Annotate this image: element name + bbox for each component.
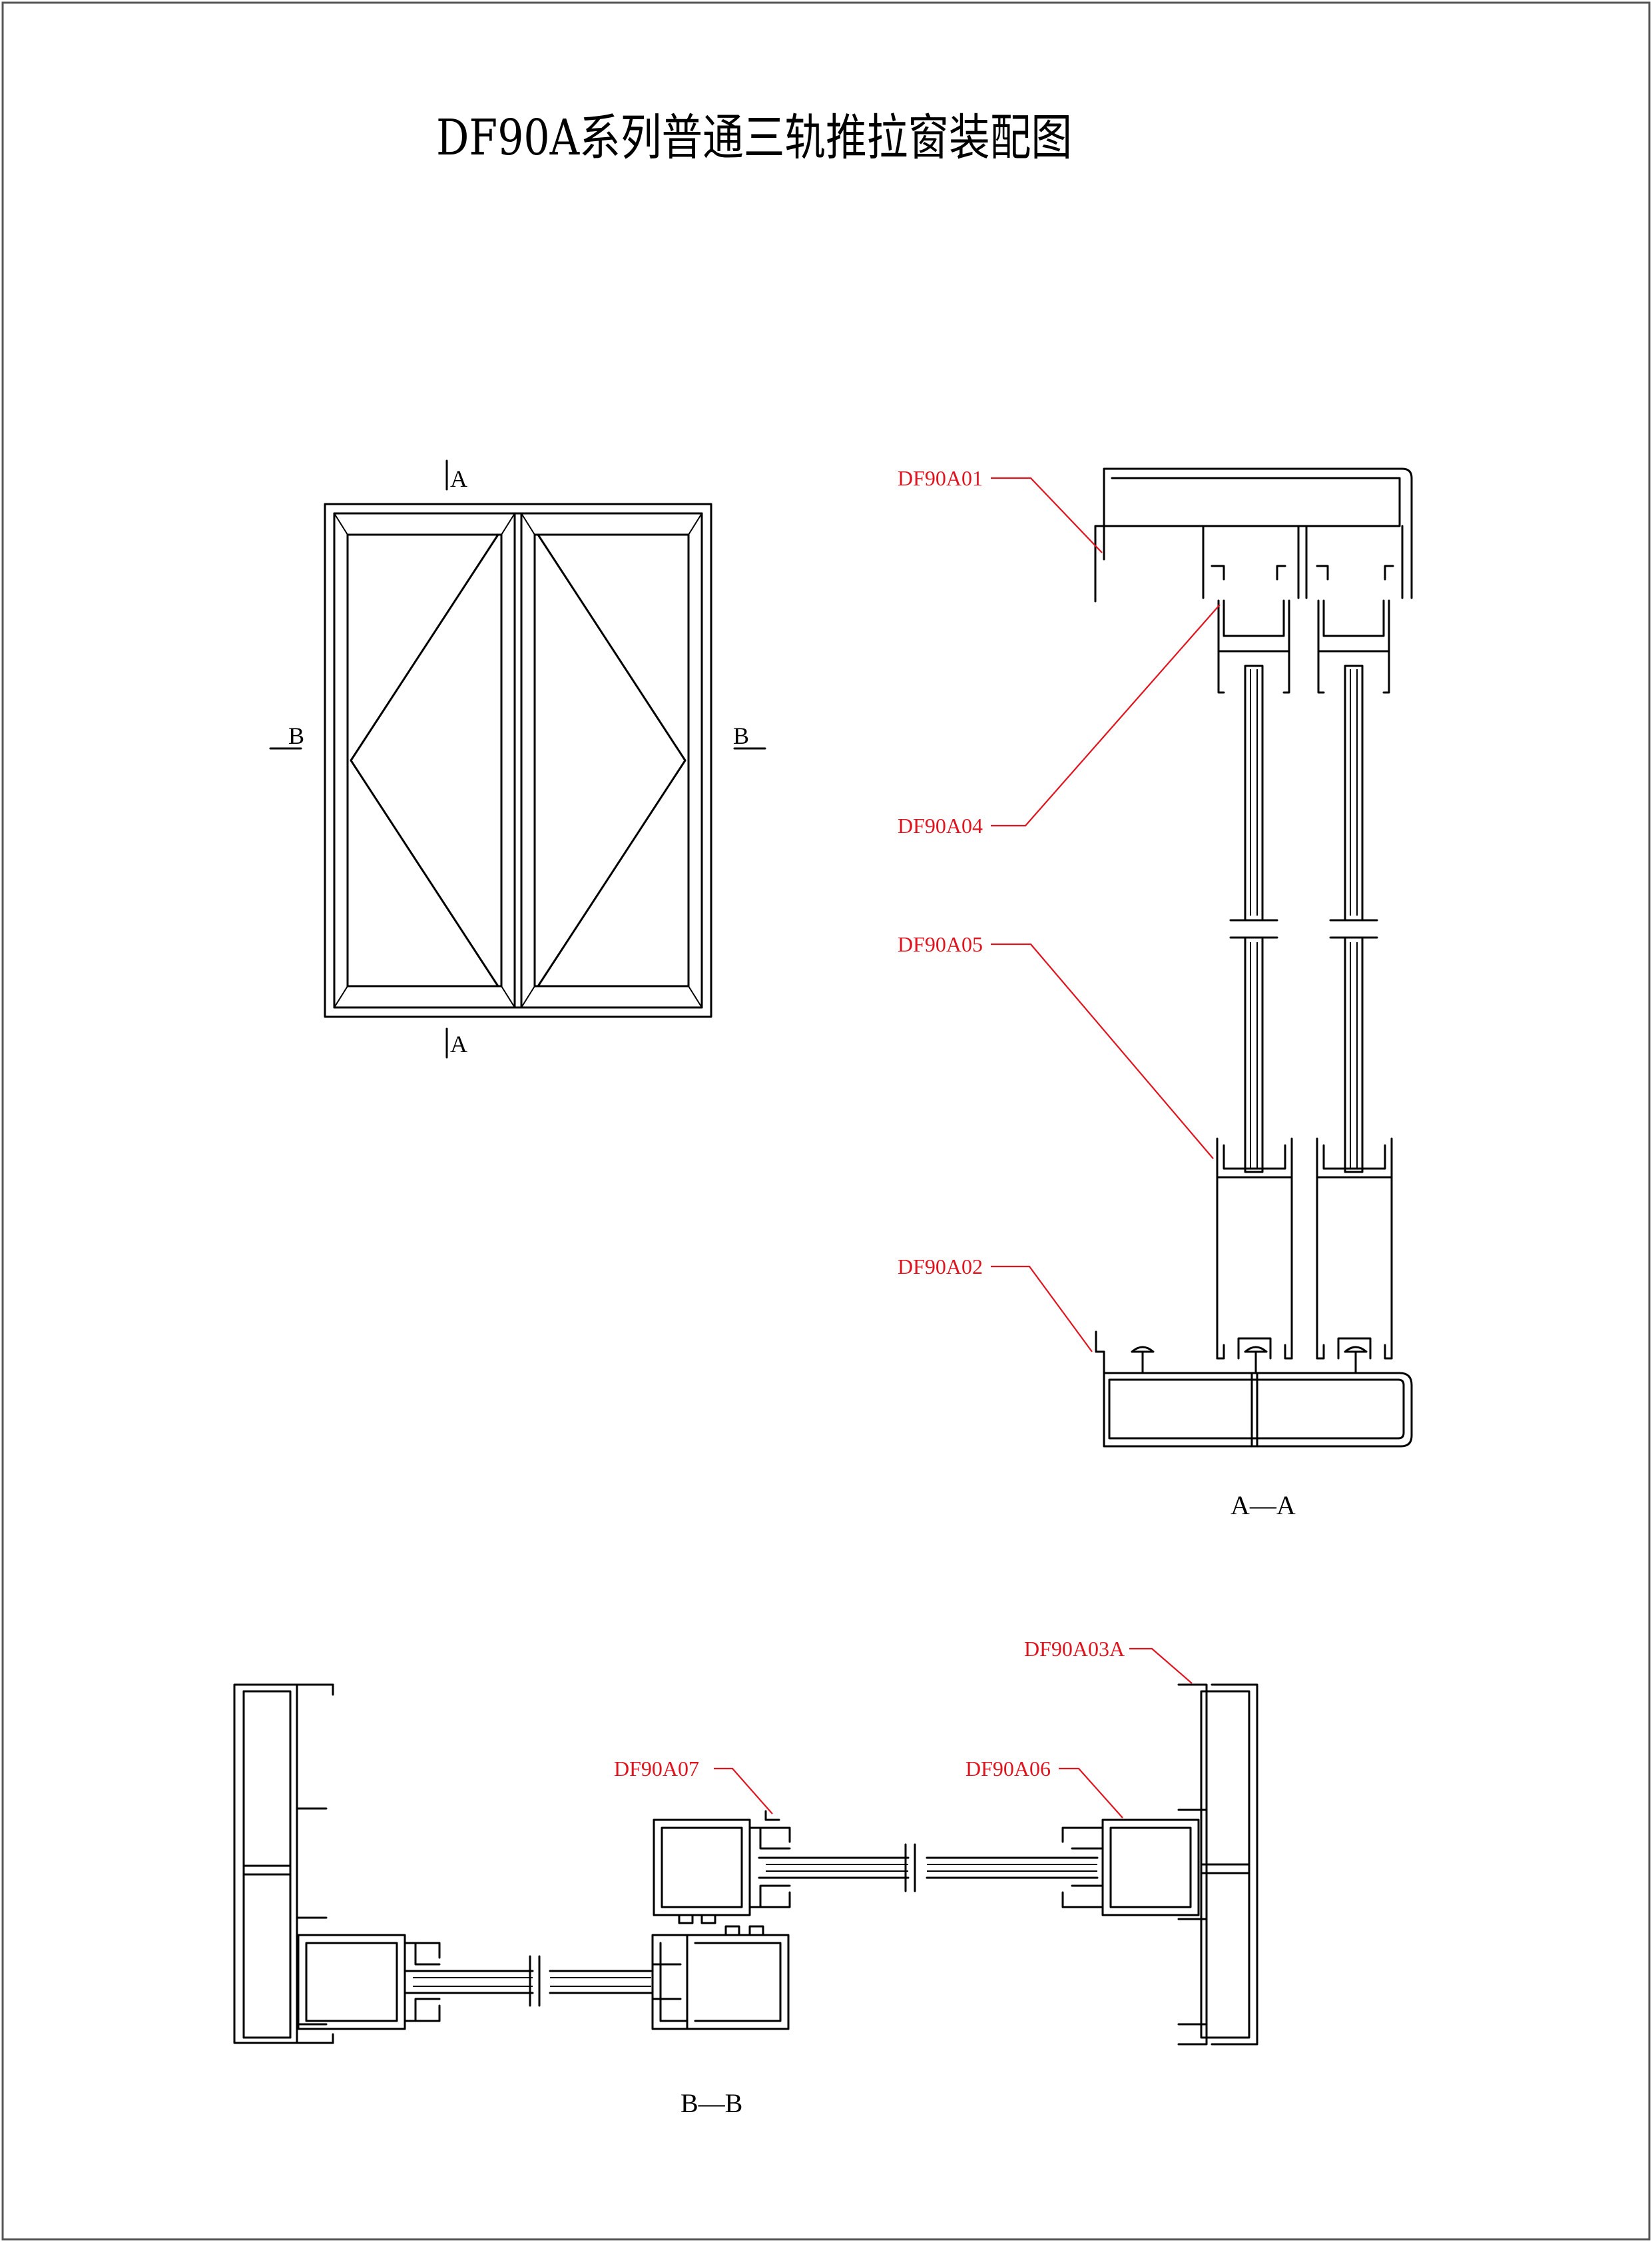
part-label-df90a05: DF90A05 — [898, 932, 983, 956]
glass-b-left — [405, 1970, 653, 1994]
inner-frame — [333, 512, 703, 1009]
leader-df90a02 — [991, 1265, 1093, 1352]
top-track-hooks — [1211, 565, 1394, 581]
glass-left-gasket — [1250, 669, 1258, 1169]
part-label-df90a06: DF90A06 — [965, 1757, 1051, 1781]
lower-sash-rail-right-foot — [1316, 1337, 1393, 1360]
right-glass — [533, 533, 690, 987]
interlock-upper-hook — [678, 1914, 716, 1924]
right-jamb-flanges — [1177, 1683, 1208, 2046]
glass-b-middle-gasket — [766, 1864, 1097, 1872]
section-b-b-caption: B—B — [681, 2088, 742, 2118]
glass-b-left-break — [529, 1955, 541, 2007]
part-label-df90a07: DF90A07 — [614, 1757, 699, 1781]
right-sash — [520, 512, 703, 1009]
leader-df90a06 — [1059, 1767, 1123, 1819]
section-a-a-caption: A—A — [1231, 1490, 1296, 1520]
left-sash — [333, 512, 516, 1009]
part-label-df90a01: DF90A01 — [898, 466, 983, 490]
left-glass — [346, 533, 503, 987]
glass-b-middle-break — [904, 1843, 916, 1892]
bottom-frame-web — [1250, 1372, 1258, 1448]
section-a-a: DF90A01 DF90A04 DF90A05 DF90A02 A—A — [898, 466, 1413, 1520]
interlock-upper-stile — [653, 1819, 751, 1916]
section-mark-a-bottom: A — [450, 1031, 467, 1057]
left-jamb-chambers — [242, 1690, 292, 2039]
section-mark-b-right: B — [733, 722, 749, 749]
leader-df90a07 — [714, 1767, 773, 1815]
interlock-upper-glazing — [748, 1826, 791, 1908]
left-sash-stile-glazing — [404, 1942, 441, 2022]
part-label-df90a03a: DF90A03A — [1024, 1637, 1125, 1661]
leader-df90a05 — [991, 943, 1214, 1159]
glass-b-middle — [758, 1856, 1099, 1879]
section-mark-b-left: B — [288, 722, 304, 749]
glass-right-lower — [1344, 938, 1364, 1173]
page-title: DF90A系列普通三轨推拉窗装配图 — [436, 109, 1072, 166]
lower-sash-rail-left-foot — [1216, 1337, 1293, 1360]
left-sash-miters — [334, 513, 515, 1008]
right-opening-symbol — [537, 533, 687, 987]
left-sash-stile — [297, 1934, 406, 2030]
top-track-fins — [1202, 525, 1404, 599]
section-b-b: DF90A07 DF90A06 DF90A03A B—B — [233, 1637, 1258, 2118]
glass-b-left-gasket — [413, 1977, 651, 1987]
interlock-lower-hook — [724, 1925, 764, 1936]
leader-df90a01 — [991, 477, 1103, 553]
top-frame-chamber — [1104, 477, 1401, 527]
upper-sash-rail-left-inner — [1223, 599, 1285, 637]
glass-right-gasket — [1350, 669, 1358, 1169]
interlock-upper-tip — [764, 1810, 780, 1821]
upper-sash-rail-left — [1217, 599, 1290, 694]
outer-frame — [324, 503, 712, 1018]
right-jamb — [1200, 1683, 1258, 2046]
glass-left-upper — [1244, 665, 1264, 920]
right-sash-stile-glazing — [1061, 1826, 1104, 1908]
glass-break-marks — [1229, 919, 1378, 939]
lower-sash-rail-right — [1316, 1137, 1393, 1360]
lower-sash-rail-left — [1216, 1137, 1293, 1360]
bottom-frame-profile — [1095, 1330, 1413, 1448]
upper-sash-rail-right — [1317, 599, 1390, 694]
section-mark-a-top: A — [450, 465, 467, 492]
interlock-left-glazing — [651, 1934, 688, 2030]
right-sash-stile — [1101, 1819, 1200, 1916]
left-jamb-flanges — [296, 1683, 334, 2044]
glass-left-lower — [1244, 938, 1264, 1173]
top-frame-profile — [1103, 467, 1413, 599]
left-opening-symbol — [350, 533, 499, 987]
right-sash-miters — [521, 513, 702, 1008]
leader-df90a04 — [991, 604, 1221, 827]
part-label-df90a02: DF90A02 — [898, 1255, 983, 1278]
part-label-df90a04: DF90A04 — [898, 814, 983, 838]
bottom-frame-chamber — [1108, 1378, 1405, 1440]
window-elevation: A A B B — [269, 459, 766, 1059]
track-rollers — [1131, 1346, 1368, 1373]
interlock-lower-stile — [686, 1934, 790, 2030]
upper-sash-rail-right-inner — [1322, 599, 1385, 637]
left-jamb-outer — [233, 1683, 334, 2044]
glass-right-upper — [1344, 665, 1364, 920]
leader-df90a03a — [1129, 1647, 1193, 1684]
